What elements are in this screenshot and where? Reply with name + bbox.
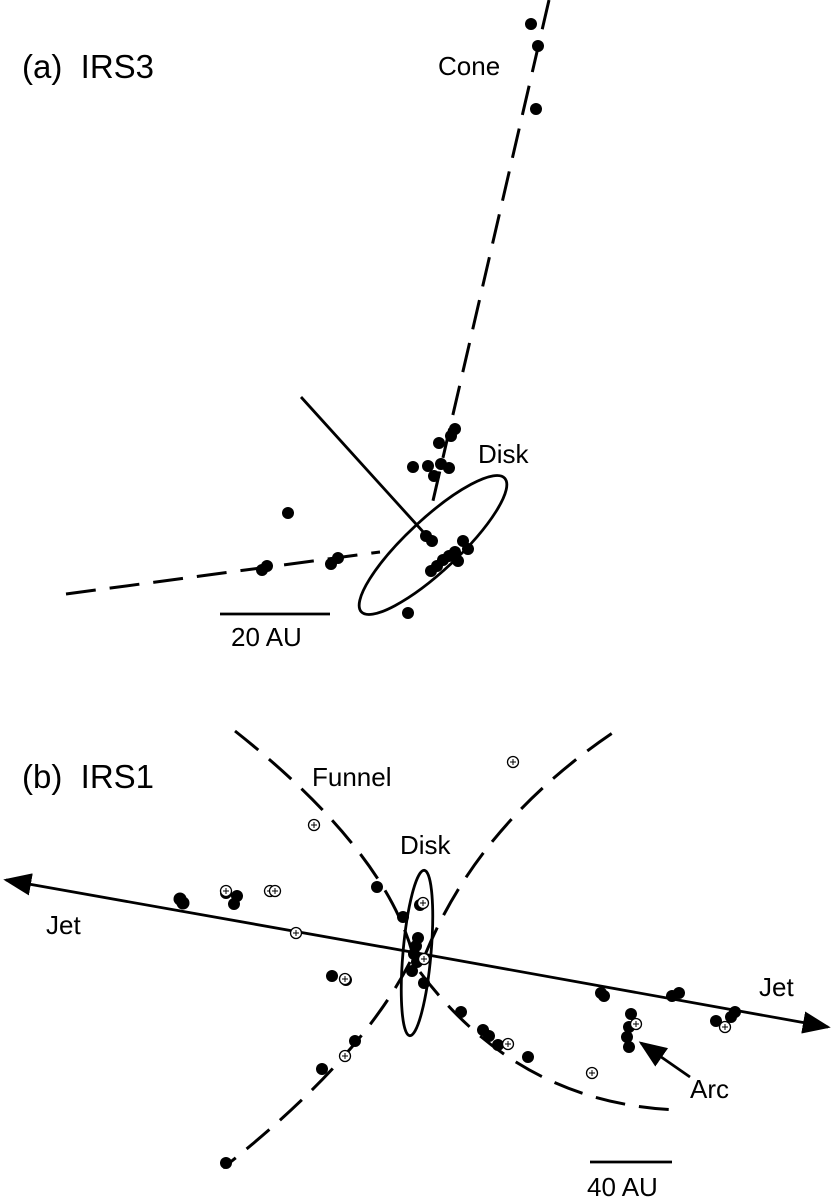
- scale-label-a: 20 AU: [231, 622, 302, 652]
- arc-label: Arc: [690, 1074, 729, 1104]
- open-spot: [416, 896, 430, 910]
- maser-spot: [282, 507, 294, 519]
- cone-label: Cone: [438, 51, 500, 81]
- maser-spot: [433, 437, 445, 449]
- maser-spot: [426, 535, 438, 547]
- open-spot: [417, 952, 431, 966]
- maser-spot: [598, 990, 610, 1002]
- maser-spot: [443, 462, 455, 474]
- axis-line: [299, 396, 428, 536]
- panel-b: (b) IRS1 Funnel Disk Jet Jet Arc 40 AU: [3, 726, 831, 1202]
- arc-pointer: [638, 1041, 691, 1079]
- maser-spot: [462, 543, 474, 555]
- maser-spot: [325, 558, 337, 570]
- maser-spot: [530, 103, 542, 115]
- maser-spots-a: [256, 18, 544, 619]
- maser-spot: [425, 565, 437, 577]
- open-spot: [718, 1020, 732, 1034]
- maser-spots-b-open: [219, 755, 732, 1080]
- maser-spot: [492, 1039, 504, 1051]
- maser-spot: [326, 970, 338, 982]
- maser-spot: [625, 1008, 637, 1020]
- maser-spot: [532, 40, 544, 52]
- maser-spot: [220, 1157, 232, 1169]
- jet-arrow-left: [3, 873, 418, 955]
- maser-spot: [673, 987, 685, 999]
- maser-spot: [452, 555, 464, 567]
- disk-label-a: Disk: [478, 439, 530, 469]
- panel-a-title: (a) IRS3: [22, 48, 154, 85]
- disk-ellipse-b: [399, 868, 435, 1038]
- disk-ellipse-a: [357, 474, 509, 616]
- maser-spot: [316, 1063, 328, 1075]
- maser-spot: [406, 965, 418, 977]
- maser-spot: [402, 607, 414, 619]
- open-spot: [501, 1037, 515, 1051]
- open-spot: [289, 926, 303, 940]
- open-spot: [307, 818, 321, 832]
- jet-label-right: Jet: [759, 972, 794, 1002]
- open-spot: [506, 755, 520, 769]
- maser-spot: [623, 1041, 635, 1053]
- maser-spot: [710, 1015, 722, 1027]
- maser-spot: [256, 564, 268, 576]
- open-spot: [338, 1049, 352, 1063]
- jet-arrow-right: [416, 951, 831, 1034]
- jet-label-left: Jet: [46, 910, 81, 940]
- open-spot: [219, 884, 233, 898]
- maser-spot: [621, 1031, 633, 1043]
- scale-label-b: 40 AU: [587, 1172, 658, 1202]
- funnel-curve-lower-left: [222, 961, 412, 1170]
- open-spot: [629, 1017, 643, 1031]
- open-spot: [585, 1066, 599, 1080]
- open-spot: [268, 884, 282, 898]
- disk-label-b: Disk: [400, 830, 452, 860]
- maser-spot: [525, 18, 537, 30]
- maser-spot: [483, 1030, 495, 1042]
- maser-spot: [445, 430, 457, 442]
- maser-spot: [349, 1035, 361, 1047]
- maser-spot: [228, 898, 240, 910]
- maser-spot: [418, 977, 430, 989]
- maser-spot: [176, 896, 190, 910]
- outflow-line-left: [65, 550, 381, 596]
- funnel-curve-upper-left: [234, 729, 415, 956]
- maser-spot: [725, 1011, 737, 1023]
- funnel-label: Funnel: [312, 762, 392, 792]
- maser-spot: [371, 881, 383, 893]
- maser-spot: [455, 1006, 467, 1018]
- funnel-curve-lower-right: [418, 971, 681, 1112]
- maser-spot: [397, 911, 409, 923]
- maser-spot: [428, 470, 440, 482]
- open-spot: [338, 972, 352, 986]
- maser-spot: [407, 461, 419, 473]
- maser-spot: [422, 460, 434, 472]
- panel-b-title: (b) IRS1: [22, 758, 154, 795]
- panel-a: (a) IRS3 Cone Disk 20 AU: [22, 0, 551, 652]
- maser-spot: [522, 1051, 534, 1063]
- funnel-curve-upper-right: [423, 726, 621, 956]
